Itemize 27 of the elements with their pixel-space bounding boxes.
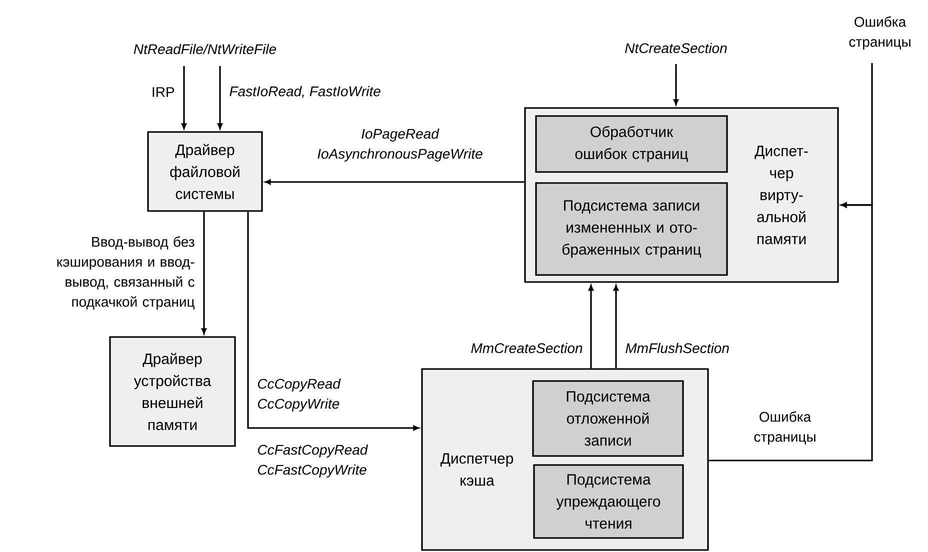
edge-label: MmFlushSection <box>626 342 729 354</box>
edge-label: NtCreateSection <box>625 42 727 54</box>
interface-label: CcFastCopyRead CcFastCopyWrite <box>258 444 368 478</box>
interface-label: NtReadFile/NtWriteFile <box>134 44 276 54</box>
arrow <box>265 179 524 185</box>
subsystem-box: Подсистема записи измененных и ото-браженных страниц <box>535 182 728 276</box>
arrow <box>247 212 419 431</box>
edge-label: Ошибка страницы <box>849 16 910 50</box>
arrow <box>613 285 619 368</box>
edge-label: MmCreateSection <box>471 342 582 354</box>
arrow <box>708 202 873 462</box>
subsystem-box: Обработчик ошибок страниц <box>535 115 728 173</box>
arrow <box>588 285 594 368</box>
arrow <box>201 212 207 334</box>
edge-label: IoPageRead IoAsynchronousPageWrite <box>318 128 482 162</box>
edge-label: FastIoRead, FastIoWrite <box>230 86 380 98</box>
arrow <box>673 64 679 105</box>
edge-label: Ошибка страницы <box>754 411 816 445</box>
edge-label: IRP <box>152 87 174 97</box>
subsystem-box: Подсистема отложенной записи <box>532 380 684 457</box>
driver-box: Драйвер файловой системы <box>147 131 263 212</box>
arrow <box>217 66 223 129</box>
edge-label: Ввод-вывод без кэширования и ввод-вывод, связанный с подкачкой страниц <box>57 236 194 310</box>
driver-box: Драйвер устройства внешней памяти <box>109 336 236 447</box>
edge-label: CcCopyRead CcCopyWrite <box>258 378 341 412</box>
subsystem-box: Подсистема упреждающего чтения <box>533 464 684 539</box>
arrow <box>181 66 187 129</box>
